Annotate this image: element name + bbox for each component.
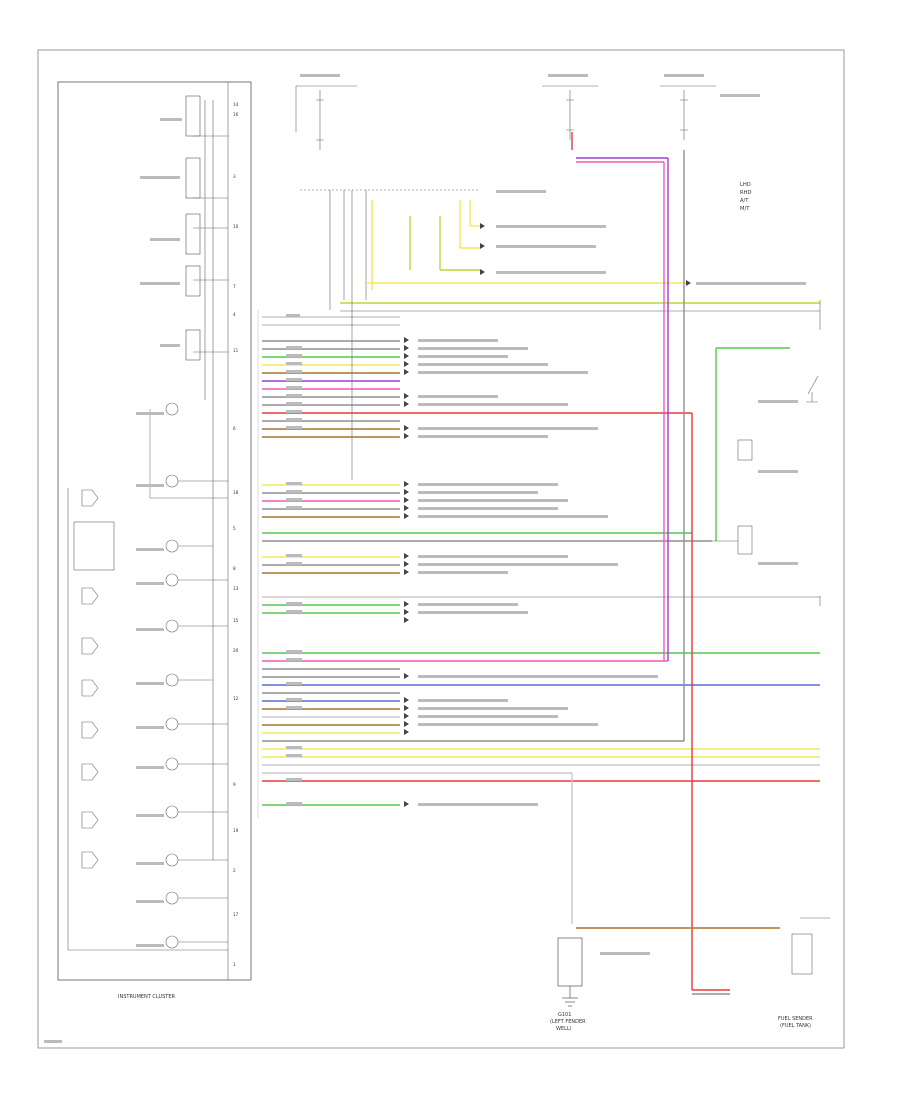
svg-text:9: 9: [233, 782, 236, 787]
svg-text:6: 6: [233, 426, 236, 431]
indicator-bulb-icon: [165, 853, 179, 867]
indicator-bulb-icon: [165, 805, 179, 819]
svg-text:11: 11: [233, 348, 239, 353]
svg-text:12: 12: [233, 696, 239, 701]
svg-text:8: 8: [233, 566, 236, 571]
tachometer-icon: [185, 213, 228, 255]
coolant-temp-gauge-icon: [185, 157, 228, 199]
right-side-components: [712, 300, 830, 975]
svg-text:10: 10: [233, 224, 239, 229]
indicator-bulb-icon: [165, 573, 179, 587]
svg-text:17: 17: [233, 912, 239, 917]
wire-code-marks: [44, 74, 806, 1043]
svg-text:1: 1: [233, 962, 236, 967]
svg-text:19: 19: [233, 828, 239, 833]
ground-label: WELL): [556, 1026, 572, 1032]
legend-item: A/T: [740, 198, 749, 204]
svg-text:3: 3: [233, 174, 236, 179]
cluster-title: INSTRUMENT CLUSTER: [118, 994, 176, 1000]
indicator-bulb-icon: [165, 619, 179, 633]
legend-item: LHD: [740, 182, 751, 188]
indicator-bulb-icon: [165, 757, 179, 771]
diagram-frame: [37, 49, 845, 1049]
svg-text:14: 14: [233, 102, 239, 107]
indicator-bulb-icon: [165, 539, 179, 553]
indicator-bulb-icon: [165, 402, 179, 416]
ground-label: G101: [558, 1012, 571, 1018]
indicator-bulb-icon: [165, 891, 179, 905]
led-indicators: [67, 488, 228, 951]
voltmeter-icon: [185, 329, 228, 361]
cluster-connector-pins: 14 16 3 10 7 4 11 6 18 5 8 13 15 20 12 9 19 2 17 1: [233, 102, 239, 967]
fuse-feed-wires: [366, 132, 790, 995]
fuel-gauge-icon: [185, 95, 228, 137]
indicator-bulb-icon: [165, 935, 179, 949]
svg-text:16: 16: [233, 112, 239, 117]
svg-text:20: 20: [233, 648, 239, 653]
ground-icon: [557, 937, 583, 1007]
fuel-sender-label: FUEL SENDER: [778, 1016, 813, 1022]
svg-text:15: 15: [233, 618, 239, 623]
svg-text:5: 5: [233, 526, 236, 531]
fuel-sender-label: (FUEL TANK): [780, 1023, 811, 1029]
legend-item: RHD: [740, 190, 752, 196]
svg-text:2: 2: [233, 868, 236, 873]
fuse-panel-section: [295, 85, 716, 480]
indicator-bulb-icon: [165, 673, 179, 687]
indicator-bulb-icon: [165, 717, 179, 731]
svg-text:7: 7: [233, 284, 236, 289]
svg-text:4: 4: [233, 312, 236, 317]
legend-item: M/T: [740, 206, 750, 212]
svg-text:13: 13: [233, 586, 239, 591]
connector-arrows: [404, 223, 691, 807]
indicator-bulb-icon: [165, 474, 179, 488]
ground-label: (LEFT FENDER: [550, 1019, 586, 1025]
speedometer-icon: [185, 265, 228, 297]
bulb-leads: [149, 409, 228, 943]
harness-wires: [262, 302, 820, 806]
instrument-cluster-box: [57, 81, 252, 981]
legend: LHD RHD A/T M/T: [740, 182, 752, 212]
svg-text:18: 18: [233, 490, 239, 495]
